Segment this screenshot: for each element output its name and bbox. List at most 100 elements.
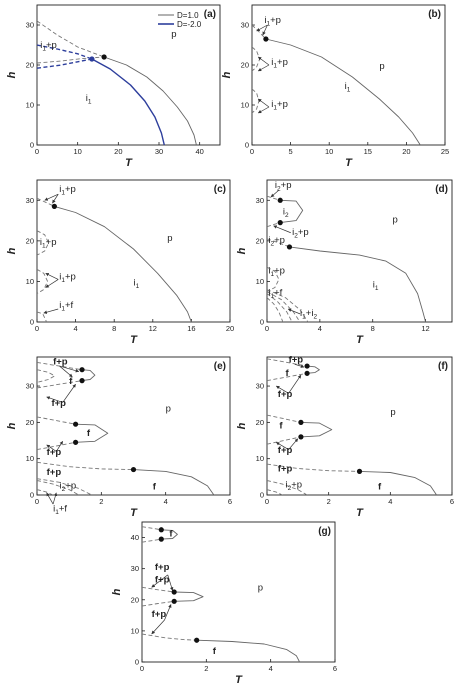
critical-point (277, 220, 283, 226)
x-tick-label: 0 (35, 147, 39, 156)
dashed-phase-boundary (142, 538, 162, 543)
dashed-phase-boundary (37, 230, 50, 256)
region-arrow (273, 225, 291, 234)
region-arrow (287, 308, 301, 315)
region-label: p (171, 29, 176, 40)
region-label: i1+f (268, 288, 282, 301)
x-tick-label: 25 (441, 147, 449, 156)
x-tick-label: 20 (114, 147, 122, 156)
region-arrow (288, 438, 299, 450)
dashed-phase-boundary (37, 478, 92, 495)
region-label: f (169, 529, 173, 540)
region-label: f (87, 428, 91, 439)
critical-point (79, 378, 85, 384)
region-label: i1+p (59, 271, 76, 284)
region-arrow (262, 24, 268, 36)
y-tick-label: 0 (260, 491, 264, 500)
region-label: i1 (345, 81, 351, 94)
x-tick-label: 20 (226, 324, 234, 333)
phase-boundary (75, 423, 109, 443)
region-label: i1+p (271, 99, 288, 112)
x-tick-label: 6 (228, 497, 232, 506)
x-tick-label: 0 (35, 497, 39, 506)
y-tick-label: 0 (30, 141, 34, 150)
dashed-phase-boundary (37, 311, 48, 322)
x-tick-label: 8 (112, 324, 116, 333)
region-label: f (153, 482, 157, 493)
dashed-phase-boundary (37, 44, 93, 60)
y-tick-label: 30 (256, 196, 264, 205)
panel-label: (c) (214, 184, 226, 195)
plot-frame (36, 356, 231, 496)
y-tick-label: 20 (241, 61, 249, 70)
phase-boundary (289, 246, 427, 322)
y-tick-label: 30 (26, 21, 34, 30)
dashed-phase-boundary (142, 633, 197, 641)
x-axis-label: T (130, 334, 138, 346)
region-arrow (275, 442, 289, 450)
phase-boundary (359, 470, 437, 495)
region-label: i2+p (60, 480, 77, 493)
y-tick-label: 0 (30, 318, 34, 327)
y-axis-label: h (6, 71, 18, 78)
region-arrow (46, 444, 57, 452)
region-arrow (288, 374, 302, 394)
dashed-phase-boundary (142, 600, 175, 607)
dashed-phase-boundary (37, 416, 76, 425)
dashed-phase-boundary (267, 463, 360, 472)
y-tick-label: 10 (256, 277, 264, 286)
region-label: i1+p (271, 57, 288, 70)
region-arrow (46, 492, 54, 505)
y-tick-label: 30 (26, 196, 34, 205)
y-tick-label: 30 (256, 382, 264, 391)
x-tick-label: 5 (289, 147, 293, 156)
critical-point (194, 637, 200, 643)
y-tick-label: 0 (30, 491, 34, 500)
x-tick-label: 0 (265, 497, 269, 506)
phase-boundary (81, 369, 96, 382)
phase-boundary (161, 529, 178, 540)
y-tick-label: 10 (131, 626, 139, 635)
dashed-phase-boundary (267, 222, 281, 228)
dashed-phase-boundary (37, 461, 134, 471)
region-arrow (59, 365, 73, 378)
phase-boundary (196, 639, 300, 662)
critical-point (79, 367, 85, 373)
x-tick-label: 2 (327, 497, 331, 506)
y-tick-label: 10 (26, 277, 34, 286)
dashed-phase-boundary (142, 586, 175, 593)
phase-boundary (133, 469, 215, 495)
region-label: i1+f (53, 503, 67, 516)
region-label: f (279, 421, 283, 432)
region-arrow (167, 574, 174, 591)
x-tick-label: 4 (388, 497, 392, 506)
dashed-phase-boundary (267, 414, 301, 423)
region-arrow (257, 64, 270, 72)
y-tick-label: 0 (245, 141, 249, 150)
dashed-phase-boundary (267, 293, 293, 322)
panel-label: (f) (438, 361, 448, 372)
region-label: f+p (278, 445, 293, 456)
x-tick-label: 4 (164, 497, 168, 506)
y-tick-label: 30 (241, 21, 249, 30)
x-tick-label: 8 (371, 324, 375, 333)
region-arrow (257, 98, 270, 108)
critical-point (130, 466, 137, 473)
region-label: i2+p (275, 180, 292, 193)
region-arrow (43, 308, 59, 314)
y-tick-label: 0 (260, 318, 264, 327)
y-tick-label: 20 (26, 236, 34, 245)
dashed-phase-boundary (252, 88, 260, 114)
y-axis-label: h (236, 422, 248, 429)
region-label: i1 (134, 277, 140, 290)
y-tick-label: 20 (26, 418, 34, 427)
region-label: i1 (86, 93, 92, 106)
region-arrow (52, 194, 59, 204)
region-label: f+p (289, 354, 304, 365)
y-axis-label: h (6, 422, 18, 429)
critical-point (73, 439, 79, 445)
